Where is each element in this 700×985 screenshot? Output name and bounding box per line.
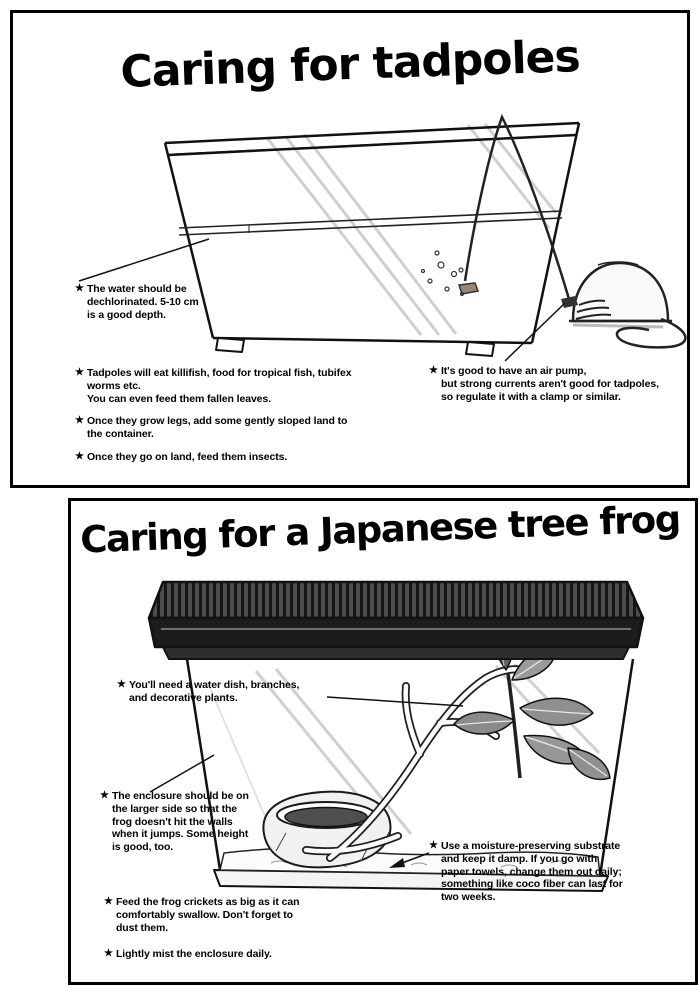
annotation-tadpole-food: ★ Tadpoles will eat killifish, food for … <box>75 367 352 405</box>
annotation-feed-insects: ★ Once they go on land, feed them insect… <box>75 451 287 464</box>
star-bullet-icon: ★ <box>100 790 109 801</box>
annotation-text: Once they go on land, feed them insects. <box>86 451 288 463</box>
air-tube <box>463 113 571 300</box>
annotation-text: Tadpoles will eat killifish, food for tr… <box>86 367 352 405</box>
annotation-dish-branches-plants: ★ You'll need a water dish, branches, an… <box>117 679 299 705</box>
annotation-air-pump: ★ It's good to have an air pump, but str… <box>429 365 659 403</box>
water <box>178 210 563 236</box>
vented-lid <box>147 580 645 660</box>
tadpole-tank-illustration <box>78 113 687 362</box>
annotation-water-depth: ★ The water should be dechlorinated. 5-1… <box>75 283 199 321</box>
pointer-lines <box>149 696 464 868</box>
annotation-crickets: ★ Feed the frog crickets as big as it ca… <box>104 896 299 934</box>
annotation-text: Once they grow legs, add some gently slo… <box>86 415 348 440</box>
air-pump <box>561 261 687 349</box>
annotation-sloped-land: ★ Once they grow legs, add some gently s… <box>75 415 347 441</box>
annotation-text: Lightly mist the enclosure daily. <box>115 948 272 960</box>
star-bullet-icon: ★ <box>75 367 84 378</box>
star-bullet-icon: ★ <box>75 451 84 462</box>
star-bullet-icon: ★ <box>429 840 438 851</box>
annotation-text: Use a moisture-preserving substrate and … <box>440 840 623 904</box>
annotation-text: The water should be dechlorinated. 5-10 … <box>86 283 199 321</box>
annotation-text: The enclosure should be on the larger si… <box>111 790 249 854</box>
star-bullet-icon: ★ <box>75 415 84 426</box>
annotation-text: Feed the frog crickets as big as it can … <box>115 896 300 934</box>
star-bullet-icon: ★ <box>104 896 113 907</box>
annotation-enclosure-size: ★ The enclosure should be on the larger … <box>100 790 249 854</box>
panel-tree-frog: Caring for a Japanese tree frog ★ You'll… <box>68 498 698 985</box>
star-bullet-icon: ★ <box>429 365 438 376</box>
pointer-lines <box>78 238 566 362</box>
panel-tadpoles: Caring for tadpoles ★ The water should b… <box>10 10 690 488</box>
annotation-text: It's good to have an air pump, but stron… <box>440 365 659 403</box>
air-stone <box>457 282 480 295</box>
annotation-text: You'll need a water dish, branches, and … <box>128 679 300 704</box>
star-bullet-icon: ★ <box>117 679 126 690</box>
bubbles <box>420 250 465 297</box>
annotation-misting: ★ Lightly mist the enclosure daily. <box>104 948 272 961</box>
branches <box>302 665 530 862</box>
star-bullet-icon: ★ <box>104 948 113 959</box>
annotation-substrate: ★ Use a moisture-preserving substrate an… <box>429 840 623 904</box>
star-bullet-icon: ★ <box>75 283 84 294</box>
aquarium-tank <box>163 121 581 357</box>
terrarium-illustration <box>147 580 645 892</box>
